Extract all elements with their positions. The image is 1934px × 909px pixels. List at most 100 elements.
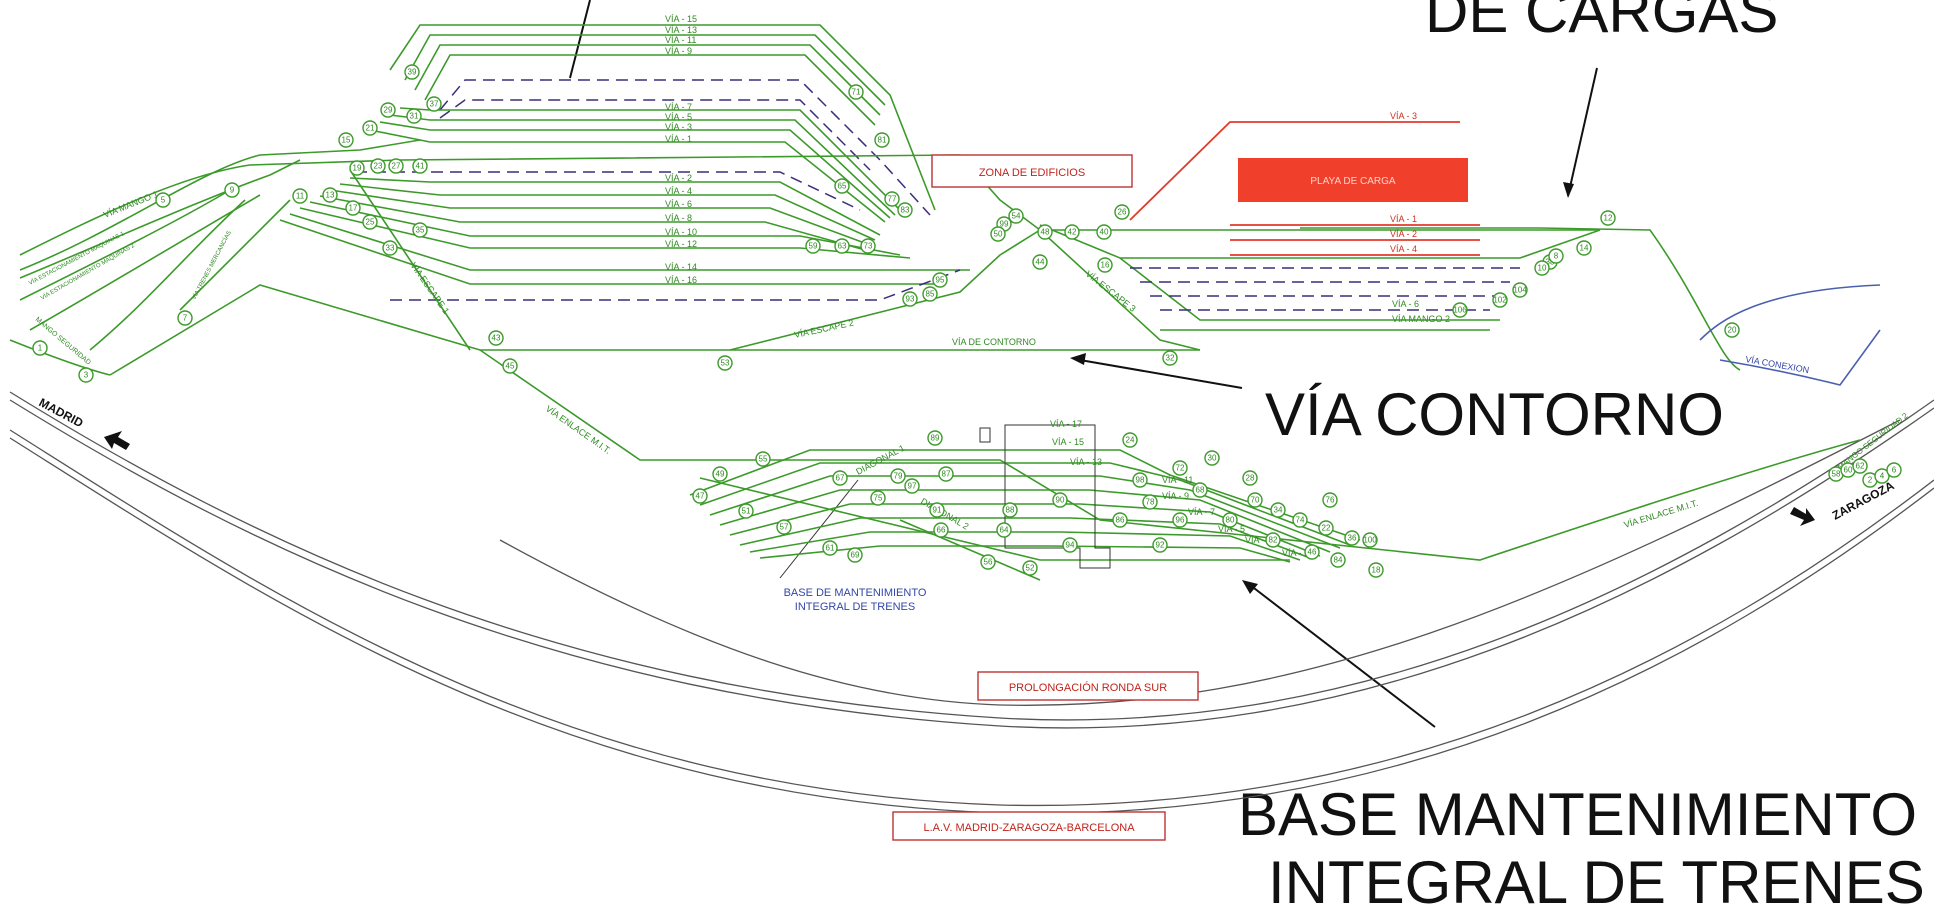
switch-node-circle <box>1097 257 1113 273</box>
switch-node-54: 54 <box>1008 208 1024 224</box>
switch-node-number: 43 <box>492 334 501 343</box>
switch-node-20: 20 <box>1724 322 1740 338</box>
switch-node-circle <box>848 84 864 100</box>
switch-node-11: 11 <box>292 188 308 204</box>
switch-node-15: 15 <box>338 132 354 148</box>
prolongacion-label: PROLONGACIÓN RONDA SUR <box>1009 681 1167 694</box>
switch-node-circle <box>362 120 378 136</box>
switch-node-circle <box>362 214 378 230</box>
switch-node-68: 68 <box>1192 482 1208 498</box>
switch-node-94: 94 <box>1062 537 1078 553</box>
switch-node-59: 59 <box>805 238 821 254</box>
via-label: VÍA - 7 <box>665 102 692 112</box>
switch-node-31: 31 <box>406 108 422 124</box>
switch-node-number: 68 <box>1196 486 1205 495</box>
switch-node-79: 79 <box>890 468 906 484</box>
pointer-arrows <box>569 0 1598 728</box>
switch-node-4: 4 <box>1874 468 1890 484</box>
switch-node-number: 65 <box>838 182 847 191</box>
switch-node-circle <box>426 96 442 112</box>
switch-node-circle <box>1362 532 1378 548</box>
switch-node-circle <box>932 272 948 288</box>
switch-node-circle <box>922 286 938 302</box>
switch-node-circle <box>717 355 733 371</box>
switch-node-circle <box>847 547 863 563</box>
switch-node-number: 36 <box>1348 534 1357 543</box>
switch-node-53: 53 <box>717 355 733 371</box>
switch-node-3: 3 <box>78 367 94 383</box>
switch-node-30: 30 <box>1204 450 1220 466</box>
switch-node-number: 55 <box>759 455 768 464</box>
switch-node-circle <box>1222 512 1238 528</box>
switch-node-number: 35 <box>416 226 425 235</box>
switch-node-circle <box>488 330 504 346</box>
via-label: VÍA - 2 <box>665 173 692 183</box>
switch-node-number: 29 <box>384 106 393 115</box>
switch-node-34: 34 <box>1270 502 1286 518</box>
switch-node-number: 106 <box>1453 306 1467 315</box>
switch-node-number: 53 <box>721 359 730 368</box>
callout-base-line-1: BASE MANTENIMIENTO <box>1238 781 1917 848</box>
switch-node-circle <box>1008 208 1024 224</box>
switch-node-74: 74 <box>1292 512 1308 528</box>
switch-node-5: 5 <box>155 192 171 208</box>
switch-node-number: 60 <box>1844 466 1853 475</box>
switch-node-84: 84 <box>1330 552 1346 568</box>
switch-node-number: 3 <box>84 371 89 380</box>
switch-node-32: 32 <box>1162 350 1178 366</box>
via-label: VÍA - 17 <box>1050 419 1082 429</box>
switch-node-number: 11 <box>296 192 305 201</box>
playa-carga-box: PLAYA DE CARGA <box>1238 158 1468 202</box>
switch-node-number: 41 <box>416 162 425 171</box>
via-label: VÍA - 1 <box>1282 548 1309 558</box>
switch-node-24: 24 <box>1122 432 1138 448</box>
switch-node-circle <box>874 132 890 148</box>
via-label: VÍA - 13 <box>1070 457 1102 467</box>
switch-node-number: 51 <box>742 507 751 516</box>
switch-node-61: 61 <box>822 540 838 556</box>
switch-node-circle <box>904 478 920 494</box>
switch-node-circle <box>322 187 338 203</box>
switch-node-circle <box>380 102 396 118</box>
switch-node-number: 69 <box>851 551 860 560</box>
switch-node-number: 20 <box>1728 326 1737 335</box>
switch-node-95: 95 <box>932 272 948 288</box>
switch-node-number: 30 <box>1208 454 1217 463</box>
via-label: VÍA - 6 <box>665 199 692 209</box>
switch-node-93: 93 <box>902 291 918 307</box>
switch-node-14: 14 <box>1576 240 1592 256</box>
zona-edificios-box: ZONA DE EDIFICIOS <box>931 154 1133 188</box>
switch-node-75: 75 <box>870 490 886 506</box>
switch-node-circle <box>502 358 518 374</box>
switch-node-44: 44 <box>1032 254 1048 270</box>
switch-node-circle <box>1037 224 1053 240</box>
switch-node-91: 91 <box>929 502 945 518</box>
switch-node-circle <box>860 238 876 254</box>
callout-cargas: DE CARGAS <box>1425 0 1778 45</box>
switch-node-66: 66 <box>933 522 949 538</box>
switch-node-circle <box>1247 492 1263 508</box>
switch-node-62: 62 <box>1852 458 1868 474</box>
switch-node-89: 89 <box>927 430 943 446</box>
via-label: VÍA - 9 <box>665 46 692 56</box>
switch-node-number: 90 <box>1056 496 1065 505</box>
switch-node-circle <box>1152 537 1168 553</box>
madrid-direction: MADRID <box>37 395 130 450</box>
switch-node-circle <box>832 470 848 486</box>
via-label: VÍA - 3 <box>665 122 692 132</box>
switch-node-circle <box>834 238 850 254</box>
switch-node-83: 83 <box>897 202 913 218</box>
switch-node-number: 80 <box>1226 516 1235 525</box>
switch-node-number: 79 <box>894 472 903 481</box>
via-label: VÍA - 1 <box>1390 214 1417 224</box>
switch-node-circle <box>32 340 48 356</box>
switch-node-number: 64 <box>1000 526 1009 535</box>
switch-node-circle <box>1242 470 1258 486</box>
switch-node-circle <box>370 158 386 174</box>
switch-node-circle <box>338 132 354 148</box>
zona-edificios-label: ZONA DE EDIFICIOS <box>979 167 1085 179</box>
switch-node-circle <box>1368 562 1384 578</box>
switch-node-circle <box>1162 350 1178 366</box>
switch-node-27: 27 <box>388 158 404 174</box>
via-label: VÍA - 2 <box>1390 229 1417 239</box>
